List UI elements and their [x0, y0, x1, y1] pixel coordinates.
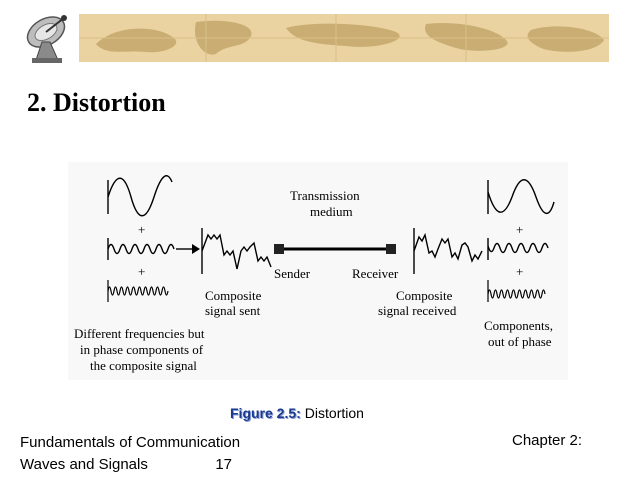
right-component-low [487, 179, 555, 215]
transmission-label-1: Transmission [290, 188, 360, 203]
footer-left: Fundamentals of Communication Waves and … [20, 432, 260, 476]
plus-sign-2: + [138, 264, 145, 279]
transmission-line [274, 244, 396, 254]
footer-chapter-title: Waves and Signals [20, 456, 148, 473]
footer-chapter-label: Chapter 2: [512, 432, 583, 449]
world-map-strip [76, 14, 609, 62]
slide-title: 2. Distortion [27, 88, 166, 117]
composite-received-label-1: Composite [396, 288, 453, 303]
composite-signal-sent [201, 228, 272, 274]
sender-label: Sender [274, 266, 311, 281]
caption-label: Figure 2.5: [230, 405, 301, 421]
plus-sign-1: + [138, 222, 145, 237]
receiver-label: Receiver [352, 266, 399, 281]
right-note-line-2: out of phase [488, 334, 552, 349]
right-note-line-1: Components, [484, 318, 553, 333]
arrow-to-sent [176, 244, 200, 254]
left-component-high [107, 280, 169, 302]
plus-sign-3: + [516, 222, 523, 237]
left-note-line-1: Different frequencies but [74, 326, 205, 341]
distortion-figure: + + Composite signal sent Transmission m… [68, 162, 568, 380]
transmission-label-2: medium [310, 204, 353, 219]
right-component-mid [487, 238, 549, 260]
left-component-mid [107, 238, 175, 260]
right-component-high [487, 280, 546, 302]
composite-sent-label-2: signal sent [205, 303, 261, 318]
composite-received-label-2: signal received [378, 303, 457, 318]
plus-sign-4: + [516, 264, 523, 279]
left-note-line-3: the composite signal [90, 358, 197, 373]
composite-signal-received [413, 228, 483, 274]
page-number: 17 [215, 456, 232, 473]
satellite-dish-logo [16, 6, 82, 68]
left-component-low [107, 175, 173, 217]
left-note-line-2: in phase components of [80, 342, 204, 357]
caption-text: Distortion [304, 405, 364, 421]
figure-caption: Figure 2.5:Distortion [230, 405, 364, 421]
footer-course-line: Fundamentals of Communication [20, 434, 241, 451]
composite-sent-label-1: Composite [205, 288, 262, 303]
header-banner [0, 0, 638, 74]
